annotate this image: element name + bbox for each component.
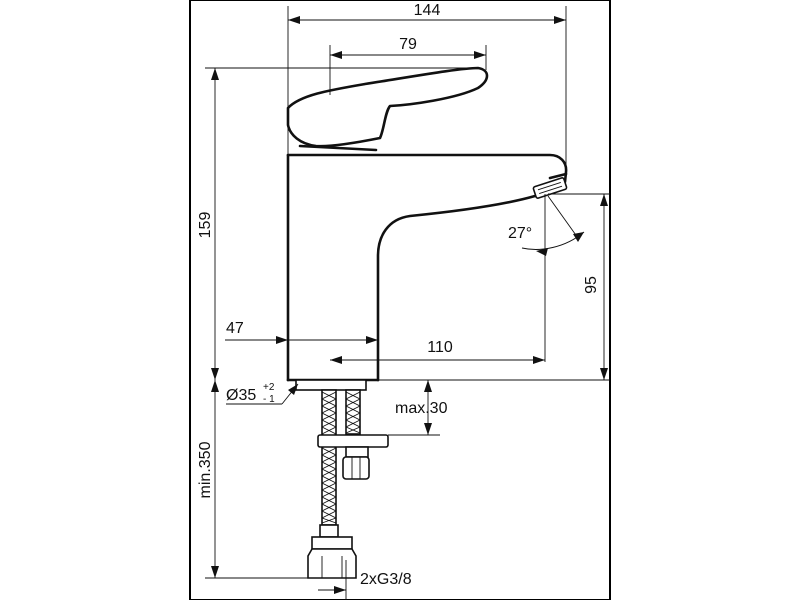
dim-label-144: 144 — [414, 2, 441, 19]
dim-159: 159 — [197, 67, 478, 380]
dim-label-47: 47 — [226, 320, 244, 337]
dim-label-max30: max.30 — [395, 400, 448, 417]
spout-tip — [548, 172, 568, 180]
dim-label-95: 95 — [583, 276, 600, 294]
dim-label-diameter: Ø35 — [226, 387, 256, 404]
dim-47: 47 — [225, 320, 378, 344]
mounting-assembly — [295, 379, 389, 579]
dim-79: 79 — [329, 36, 487, 95]
dim-label-tol-plus: +2 — [263, 382, 275, 393]
faucet-body — [286, 66, 568, 382]
spout-underside — [376, 194, 537, 382]
dim-label-min350: min.350 — [197, 441, 214, 498]
dim-label-angle: 27° — [508, 225, 532, 242]
dim-max30: max.30 — [388, 380, 448, 436]
aerator — [532, 177, 568, 199]
dim-angle: 27° — [508, 194, 585, 362]
hex-nut-right — [342, 456, 370, 480]
base-gasket — [295, 379, 367, 391]
dim-label-connection: 2xG3/8 — [360, 571, 412, 588]
dim-label-tol-minus: - 1 — [263, 394, 275, 405]
dim-110: 110 — [330, 339, 545, 364]
dim-144: 144 — [287, 2, 567, 172]
dim-min350: min.350 — [197, 380, 308, 579]
dim-95: 95 — [548, 193, 610, 380]
spout-top — [286, 153, 568, 184]
mounting-bracket — [317, 434, 389, 448]
dim-label-159: 159 — [197, 212, 214, 239]
lever-neck — [298, 144, 378, 152]
dim-label-79: 79 — [399, 36, 417, 53]
dim-diameter: Ø35 +2 - 1 — [226, 382, 299, 405]
hex-nut-bottom — [307, 524, 357, 579]
lever-handle — [286, 66, 489, 148]
dim-label-110: 110 — [427, 339, 453, 356]
dim-connection: 2xG3/8 — [318, 560, 412, 600]
bracket-neck — [345, 446, 369, 458]
